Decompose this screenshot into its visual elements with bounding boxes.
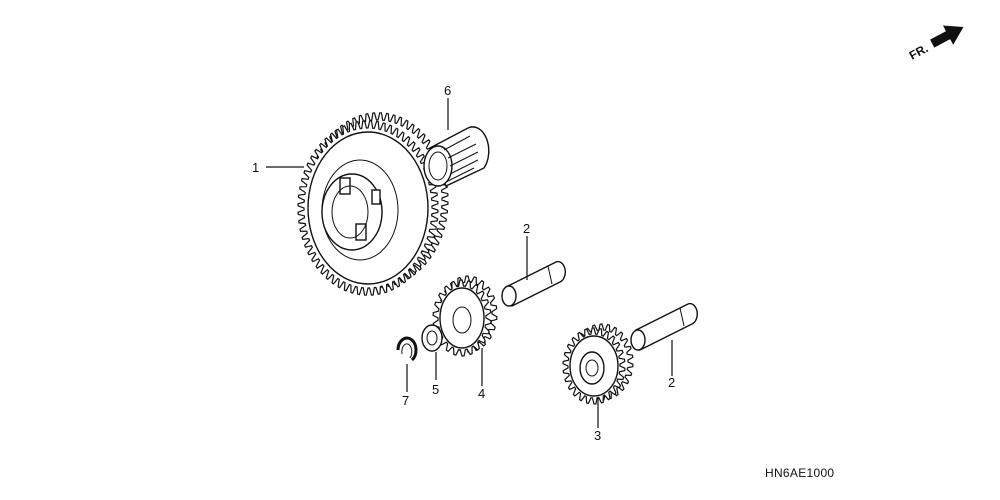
circlip[interactable]: [396, 336, 418, 362]
front-direction-indicator: FR.: [907, 25, 964, 63]
callout-label-3: 3: [594, 428, 601, 443]
front-direction-label: FR.: [907, 41, 931, 62]
callout-label-6: 6: [444, 83, 451, 98]
diagram-code: HN6AE1000: [765, 466, 835, 480]
needle-bearing[interactable]: [423, 126, 490, 187]
callout-label-7: 7: [402, 393, 409, 408]
shaft-lower[interactable]: [630, 302, 698, 352]
drive-gear[interactable]: [432, 275, 498, 357]
callout-label-2a: 2: [523, 221, 530, 236]
final-driven-gear[interactable]: [297, 112, 449, 296]
callout-label-5: 5: [432, 382, 439, 397]
callout-label-1: 1: [252, 160, 259, 175]
callout-label-4: 4: [478, 386, 485, 401]
shaft-upper[interactable]: [501, 260, 566, 308]
arrow-icon: [930, 25, 964, 48]
idle-gear[interactable]: [562, 323, 634, 405]
washer[interactable]: [421, 324, 443, 352]
callout-label-2b: 2: [668, 375, 675, 390]
